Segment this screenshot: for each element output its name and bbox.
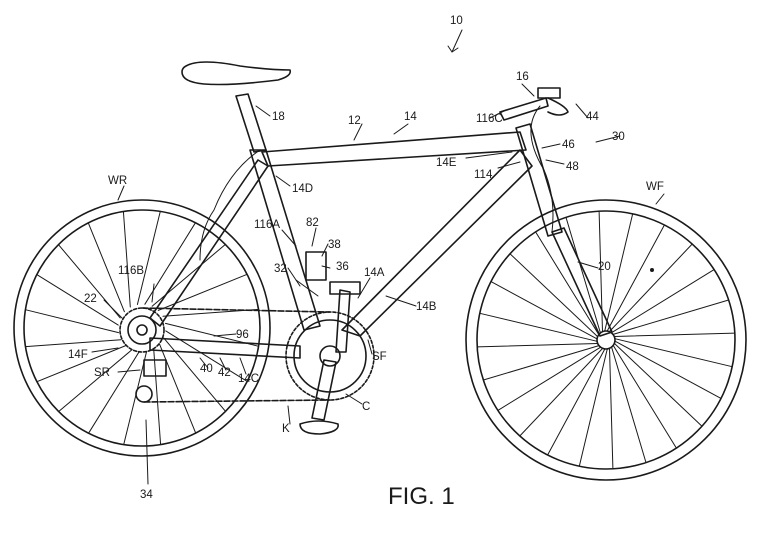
rear-spoke [122, 211, 131, 308]
label-40: 40 [200, 363, 213, 375]
label-44: 44 [586, 111, 599, 123]
rear-spoke [24, 309, 119, 334]
rear-sprocket [119, 307, 167, 403]
front-spoke [497, 346, 602, 411]
label-36: 36 [336, 261, 349, 273]
label-22: 22 [84, 293, 97, 305]
label-c: C [362, 401, 370, 413]
control-cable [199, 149, 261, 261]
label-14d: 14D [292, 183, 313, 195]
rear-spoke [88, 351, 140, 434]
front-spoke [612, 344, 677, 449]
rear-spoke [36, 345, 127, 383]
front-spoke [611, 346, 647, 464]
rear-spoke [58, 349, 133, 412]
label-48: 48 [566, 161, 579, 173]
label-30: 30 [612, 131, 625, 143]
front-spoke [608, 243, 693, 333]
front-spoke [613, 342, 703, 427]
front-spoke [612, 299, 730, 335]
label-16: 16 [516, 71, 529, 83]
rear-spoke [157, 273, 248, 311]
label-14e: 14E [436, 157, 457, 169]
front-spoke [482, 345, 600, 381]
front-spoke [614, 338, 733, 368]
label-116a: 116A [254, 219, 280, 231]
rear-spoke [163, 337, 226, 412]
front-spoke [606, 224, 665, 332]
reference-labels: 10 16 18 12 14 116C 44 46 30 14E 48 114 … [68, 15, 664, 510]
front-spoke [535, 231, 600, 336]
front-spoke [476, 343, 599, 348]
label-114: 114 [474, 169, 493, 181]
label-46: 46 [562, 139, 575, 151]
rear-spoke [153, 348, 162, 445]
label-k: K [282, 423, 290, 435]
rear-spoke [123, 351, 148, 446]
label-42: 42 [218, 367, 231, 379]
chain [141, 307, 331, 403]
label-14: 14 [404, 111, 417, 123]
label-wr: WR [108, 175, 127, 187]
front-spoke [610, 269, 715, 334]
label-14f: 14F [68, 349, 88, 361]
handlebar [530, 87, 569, 233]
rear-spoke [136, 210, 161, 305]
label-assembly-number: 10 [450, 15, 463, 27]
figure-caption: FIG. 1 [388, 483, 455, 510]
label-wf: WF [646, 181, 664, 193]
front-spoke [509, 253, 599, 338]
label-12: 12 [348, 115, 361, 127]
label-20: 20 [598, 261, 611, 273]
saddle [181, 61, 292, 86]
rear-spoke [36, 274, 119, 326]
leader-lines [91, 29, 665, 485]
front-spoke [578, 348, 608, 467]
label-116c: 116C [476, 113, 503, 125]
front-spoke [613, 332, 736, 337]
label-38: 38 [328, 239, 341, 251]
front-spoke [479, 312, 598, 342]
front-spoke [565, 216, 601, 334]
label-14b: 14B [416, 301, 437, 313]
label-34: 34 [140, 489, 153, 501]
rear-wheel [13, 199, 271, 457]
rear-spoke [159, 343, 197, 434]
rear-spoke [87, 222, 125, 313]
front-spoke [490, 281, 598, 340]
label-116b: 116B [118, 265, 144, 277]
label-32: 32 [274, 263, 287, 275]
battery-unit [295, 251, 327, 297]
front-wheel [465, 199, 747, 481]
label-14a: 14A [364, 267, 385, 279]
front-spoke [604, 213, 634, 332]
front-spoke [547, 348, 606, 456]
label-82: 82 [306, 217, 319, 229]
rear-spoke [25, 339, 122, 348]
bicycle-frame [149, 93, 613, 359]
front-spoke [609, 347, 614, 470]
label-14c: 14C [238, 373, 259, 385]
label-96: 96 [236, 329, 249, 341]
front-spoke [614, 340, 722, 399]
label-18: 18 [272, 111, 285, 123]
label-sr: SR [94, 367, 110, 379]
front-spoke [519, 347, 604, 437]
label-sf: SF [372, 351, 387, 363]
